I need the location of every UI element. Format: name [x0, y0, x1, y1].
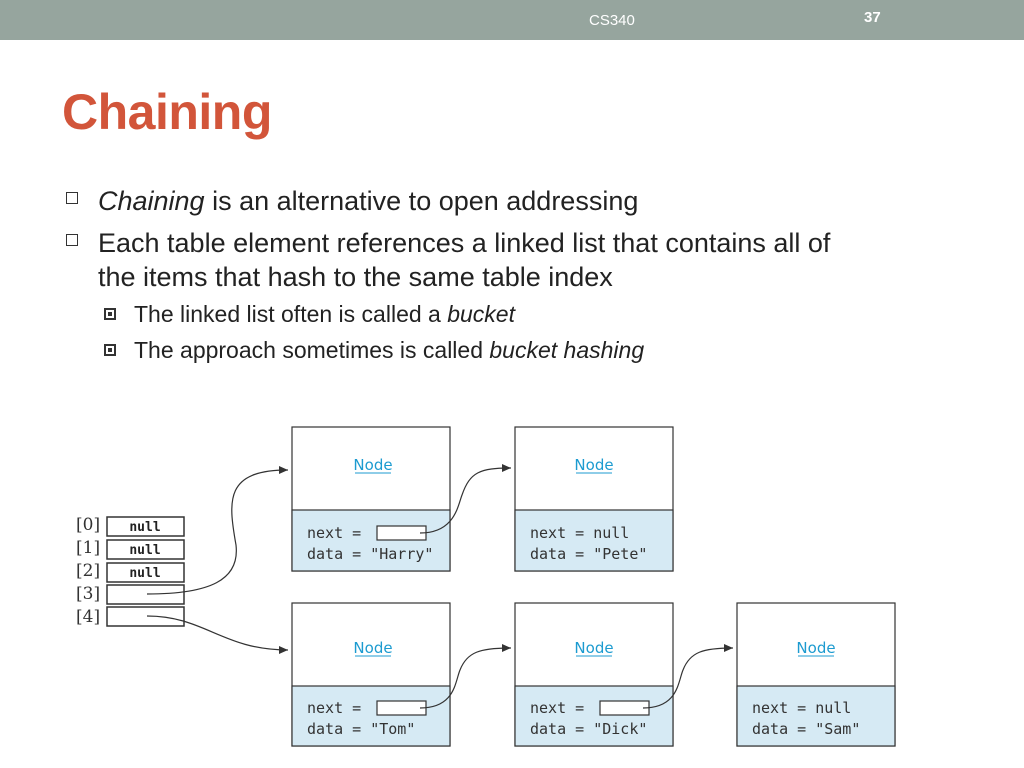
table-value: null — [129, 543, 160, 558]
node-next-field: next = — [307, 699, 361, 717]
node-label: Node — [574, 456, 613, 474]
sub-bullet-1-emphasis: bucket — [447, 301, 515, 327]
arrow-tom-to-dick — [419, 644, 512, 709]
table-index: [3] — [76, 584, 100, 604]
arrow-harry-to-pete — [419, 464, 512, 534]
node-next-field: next = null — [752, 699, 851, 717]
node-sam: Node next = null data = "Sam" — [736, 602, 896, 747]
node-data-field: data = "Sam" — [752, 720, 860, 738]
node-next-field: next = — [307, 524, 361, 542]
node-label: Node — [353, 456, 392, 474]
table-row-4: [4] — [76, 606, 185, 627]
course-label: CS340 — [589, 12, 635, 29]
table-index: [0] — [76, 515, 100, 535]
hash-table: [0] null [1] null [2] null [3] [4] — [76, 515, 185, 627]
arrow-table-3-to-harry — [146, 466, 289, 595]
sub-bullet-2-text: The approach sometimes is called — [134, 337, 490, 363]
sub-bullet-2-emphasis: bucket hashing — [489, 337, 645, 363]
node-pete: Node next = null data = "Pete" — [514, 426, 674, 572]
table-value: null — [129, 520, 160, 535]
node-next-field: next = null — [530, 524, 629, 542]
table-row-2: [2] null — [76, 561, 185, 583]
node-label: Node — [574, 639, 613, 657]
node-label: Node — [796, 639, 835, 657]
filled-square-bullet-icon — [104, 308, 116, 320]
node-tom: Node next = data = "Tom" — [291, 602, 451, 747]
page-number: 37 — [864, 9, 881, 26]
node-data-field: data = "Dick" — [530, 720, 647, 738]
node-data-field: data = "Harry" — [307, 545, 433, 563]
node-dick: Node next = data = "Dick" — [514, 602, 674, 747]
node-data-field: data = "Pete" — [530, 545, 647, 563]
arrow-table-4-to-tom — [146, 615, 289, 654]
bullet-2-line-1: Each table element references a linked l… — [98, 228, 831, 258]
table-index: [1] — [76, 538, 100, 558]
bullet-1-text: is an alternative to open addressing — [204, 186, 639, 216]
node-next-field: next = — [530, 699, 584, 717]
hollow-square-bullet-icon — [66, 234, 78, 246]
top-bar: CS340 37 — [0, 0, 1024, 40]
table-row-0: [0] null — [76, 515, 185, 537]
node-harry: Node next = data = "Harry" — [291, 426, 451, 572]
table-row-3: [3] — [76, 584, 185, 605]
bullet-2-line-2: the items that hash to the same table in… — [98, 262, 613, 292]
slide-title: Chaining — [62, 84, 272, 140]
arrow-dick-to-sam — [642, 644, 734, 709]
link-arrows — [146, 464, 734, 709]
table-index: [4] — [76, 607, 100, 627]
table-value: null — [129, 566, 160, 581]
node-data-field: data = "Tom" — [307, 720, 415, 738]
node-label: Node — [353, 639, 392, 657]
bullet-1-emphasis: Chaining — [98, 186, 205, 216]
sub-bullet-1-text: The linked list often is called a — [134, 301, 448, 327]
filled-square-bullet-icon — [104, 344, 116, 356]
table-index: [2] — [76, 561, 100, 581]
table-row-1: [1] null — [76, 538, 185, 560]
hollow-square-bullet-icon — [66, 192, 78, 204]
